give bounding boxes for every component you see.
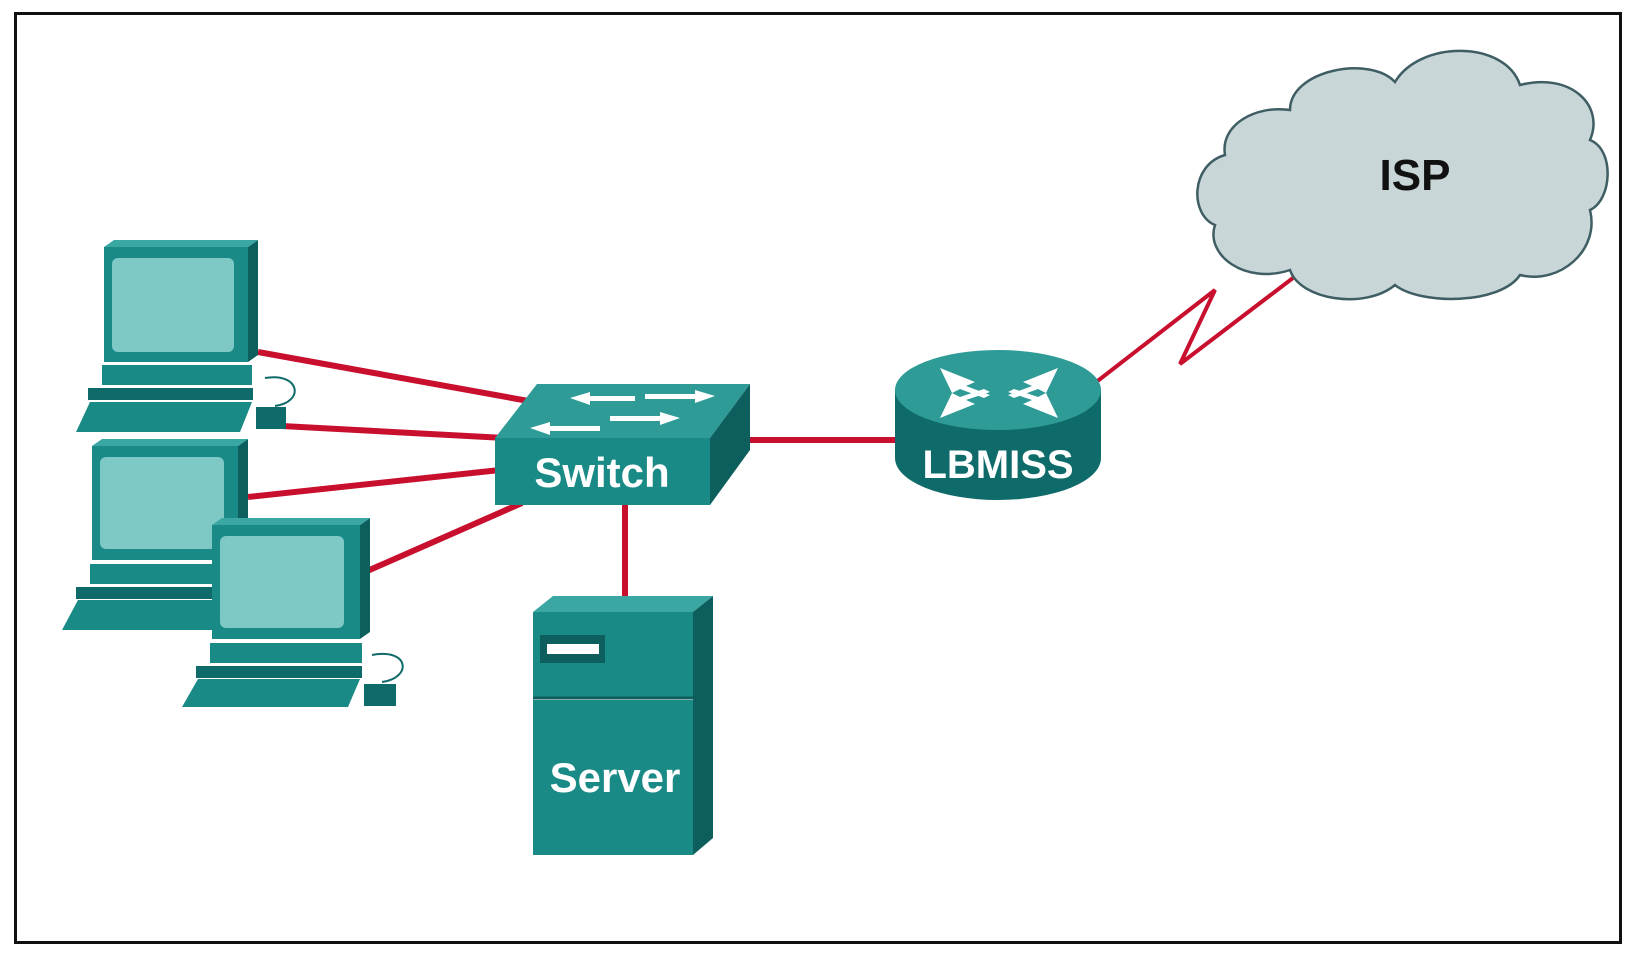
link-pc1-switch-a bbox=[257, 349, 546, 407]
pc-2-keyboard bbox=[62, 600, 240, 630]
cloud-label: ISP bbox=[1380, 151, 1451, 200]
cloud-icon bbox=[1196, 49, 1609, 301]
pc-3 bbox=[182, 518, 404, 707]
router-top bbox=[895, 350, 1101, 430]
pc-3-stand bbox=[210, 643, 362, 663]
pc-1-mouse bbox=[256, 407, 286, 429]
links bbox=[247, 263, 1312, 600]
isp-cloud: ISP bbox=[1196, 49, 1609, 301]
pc-3-monitor-top bbox=[212, 518, 370, 525]
pc-1-mouse-cord bbox=[264, 376, 296, 407]
link-pc1-switch-b bbox=[281, 423, 506, 441]
link-pc3-switch bbox=[363, 500, 524, 575]
pc-1 bbox=[76, 240, 296, 432]
server: Server bbox=[533, 596, 713, 855]
pc-3-monitor-side bbox=[360, 518, 370, 639]
switch-side bbox=[710, 384, 750, 505]
pc-1-screen bbox=[112, 258, 234, 352]
pc-2-stand bbox=[90, 564, 240, 584]
server-label: Server bbox=[550, 754, 681, 801]
switch: Switch bbox=[495, 384, 750, 505]
switch-top bbox=[495, 384, 750, 438]
link-pc2-switch bbox=[247, 467, 501, 500]
router-lbmiss: LBMISS bbox=[895, 350, 1101, 500]
server-side bbox=[693, 596, 713, 855]
link-router-cloud-serial bbox=[1093, 263, 1312, 385]
server-top bbox=[533, 596, 713, 612]
pc-3-keyboard bbox=[182, 679, 360, 707]
pc-1-monitor-side bbox=[248, 240, 258, 362]
pc-2-base bbox=[76, 587, 241, 599]
router-label: LBMISS bbox=[922, 443, 1073, 487]
server-front-lower bbox=[533, 700, 693, 855]
pc-1-base bbox=[88, 388, 253, 400]
pc-3-screen bbox=[220, 536, 344, 628]
switch-label: Switch bbox=[534, 449, 669, 496]
pc-1-monitor-top bbox=[104, 240, 258, 247]
pc-2-screen bbox=[100, 457, 224, 549]
pc-2-monitor-top bbox=[92, 439, 248, 446]
pc-1-stand bbox=[102, 365, 252, 385]
router-arrows-icon bbox=[940, 368, 1058, 418]
pc-3-base bbox=[196, 666, 362, 678]
server-drive-bay bbox=[547, 644, 599, 654]
pc-3-mouse-cord bbox=[371, 652, 404, 683]
pc-3-mouse bbox=[364, 684, 396, 706]
pc-1-keyboard bbox=[76, 402, 252, 432]
switch-front bbox=[495, 438, 710, 505]
switch-arrows-icon bbox=[530, 390, 715, 435]
